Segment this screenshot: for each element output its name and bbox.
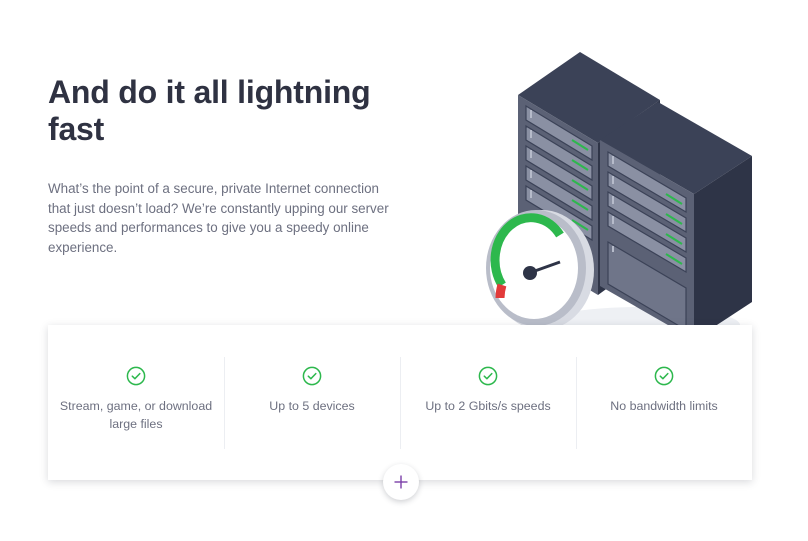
feature-item: No bandwidth limits xyxy=(576,325,752,480)
feature-label: Up to 5 devices xyxy=(269,399,355,413)
check-circle-icon xyxy=(654,366,674,386)
feature-label: Stream, game, or download large files xyxy=(59,399,213,431)
section-headline: And do it all lightning fast xyxy=(48,74,371,147)
feature-item: Up to 2 Gbits/s speeds xyxy=(400,325,576,480)
server-rack-front xyxy=(600,102,752,340)
feature-item: Up to 5 devices xyxy=(224,325,400,480)
speedometer-icon xyxy=(486,210,594,330)
section-description: What’s the point of a secure, private In… xyxy=(48,181,389,255)
server-speedometer-illustration xyxy=(486,52,752,343)
check-circle-icon xyxy=(478,366,498,386)
check-circle-icon xyxy=(302,366,322,386)
feature-label: Up to 2 Gbits/s speeds xyxy=(425,399,551,413)
feature-label: No bandwidth limits xyxy=(610,399,718,413)
plus-icon xyxy=(394,475,408,489)
feature-item: Stream, game, or download large files xyxy=(48,325,224,480)
check-circle-icon xyxy=(126,366,146,386)
expand-button[interactable] xyxy=(383,464,419,500)
features-card: Stream, game, or download large files Up… xyxy=(48,325,752,480)
